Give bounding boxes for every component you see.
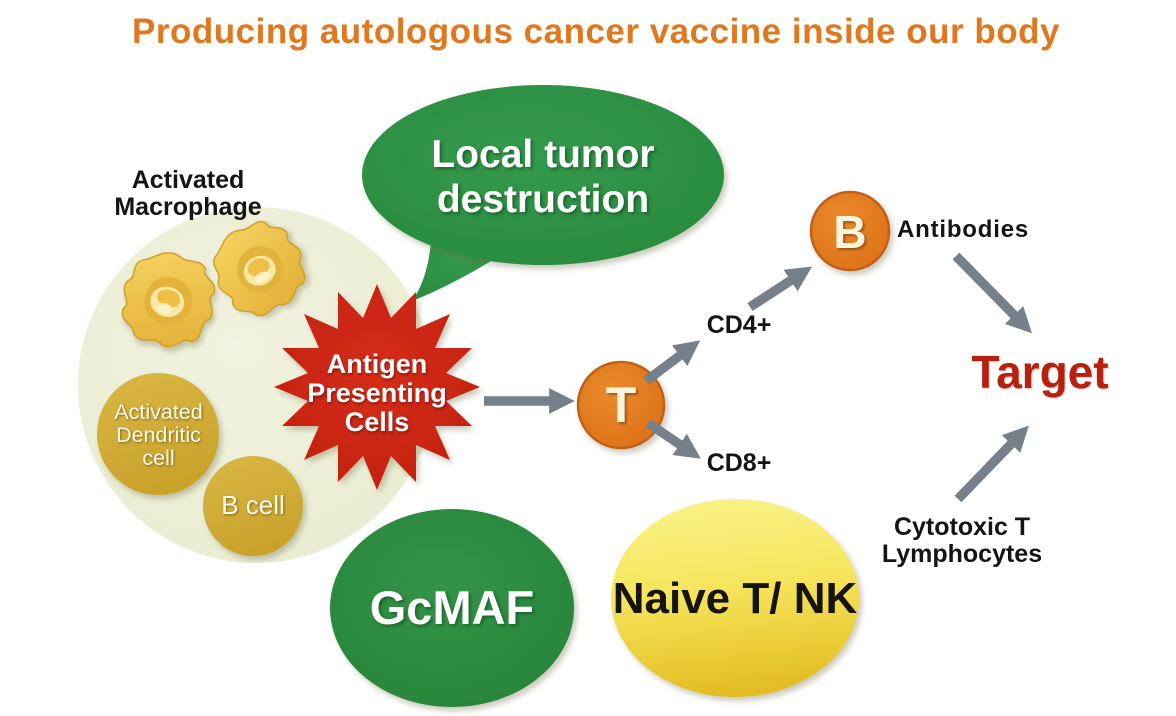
dendritic-line2: Dendritic — [116, 423, 201, 447]
b-node-label: B — [833, 206, 867, 258]
cd4-label: CD4+ — [706, 311, 772, 339]
bubble-line2: destruction — [436, 178, 650, 221]
b-cell-circle — [203, 456, 303, 556]
ctl-line1: Cytotoxic T — [893, 513, 1031, 541]
apc-label: Antigen Presenting Cells — [297, 350, 457, 437]
dendritic-cell-label: Activated Dendritic cell — [98, 401, 219, 470]
target-label: Target — [971, 346, 1109, 398]
slide-title: Producing autologous cancer vaccine insi… — [132, 12, 1060, 51]
b-node-circle — [809, 190, 891, 272]
speech-bubble — [362, 85, 724, 265]
arrow-antibodies-to-target-icon — [952, 252, 1032, 334]
dendritic-line3: cell — [142, 446, 175, 470]
ctl-line2: Lymphocytes — [881, 540, 1043, 568]
antibodies-label: Antibodies — [897, 216, 1029, 243]
apc-line1: Antigen — [326, 349, 428, 379]
t-node-circle — [576, 360, 666, 450]
macrophage-label: Activated Macrophage — [88, 167, 288, 221]
b-cell-label: B cell — [221, 490, 285, 520]
gcmaf-label: GcMAF — [369, 581, 535, 634]
local-tumor-bubble-label: Local tumor destruction — [393, 132, 693, 222]
dendritic-line1: Activated — [114, 400, 203, 424]
macrophage-label-line2: Macrophage — [114, 193, 262, 221]
t-node-label: T — [605, 377, 637, 433]
naive-t-nk-label: Naive T/ NK — [612, 574, 858, 623]
arrow-t-to-cd8-icon — [645, 419, 701, 459]
naive-ellipse — [611, 499, 859, 697]
gcmaf-ellipse — [330, 509, 574, 707]
dendritic-cell-circle — [97, 373, 219, 495]
arrow-cd4-to-b-icon — [747, 266, 813, 311]
bubble-line1: Local tumor — [431, 133, 655, 176]
apc-line2: Presenting — [307, 378, 447, 408]
apc-line3: Cells — [344, 407, 410, 437]
apc-starburst-icon — [274, 284, 480, 490]
cd8-label: CD8+ — [706, 449, 772, 477]
macrophage-label-line1: Activated — [131, 166, 245, 194]
arrow-t-to-cd4-icon — [643, 340, 701, 385]
cytotoxic-t-lymphocytes-label: Cytotoxic T Lymphocytes — [877, 514, 1047, 568]
arrow-ctl-to-target-icon — [954, 425, 1029, 503]
